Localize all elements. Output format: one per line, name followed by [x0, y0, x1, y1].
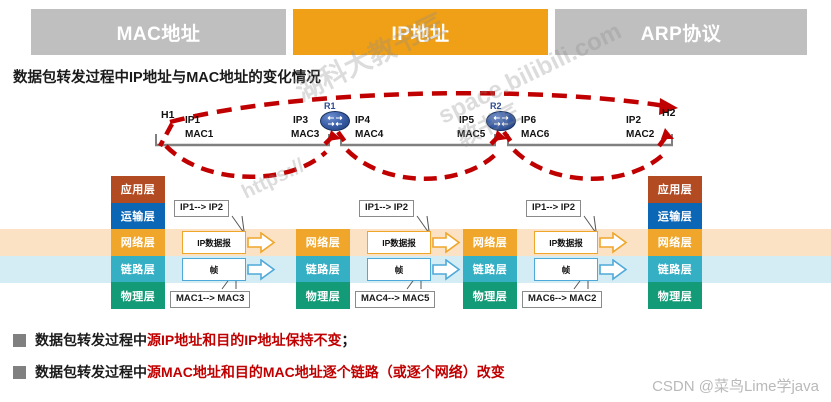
hop-2-frame-arrow-icon — [432, 259, 461, 281]
host-h2-ip: IP2 — [626, 115, 642, 126]
layer-link: 链路层 — [296, 255, 350, 283]
tab-arp-protocol[interactable]: ARP协议 — [555, 9, 807, 55]
hop-3-frame: 帧 — [534, 258, 598, 281]
router-r2-name: R2 — [490, 101, 502, 111]
layer-physical: 物理层 — [111, 282, 165, 309]
hop-3-mac-label: MAC6--> MAC2 — [522, 291, 603, 308]
topology-lines — [155, 90, 678, 148]
layer-transport: 运输层 — [648, 202, 702, 230]
tab-divider — [286, 9, 293, 55]
hop-1-packets: IP1--> IP2 MAC1--> MAC3 IP数据报 帧 — [170, 176, 292, 309]
layer-transport: 运输层 — [111, 202, 165, 230]
dashed-path-r2-down — [502, 130, 516, 148]
host-h2-mac: MAC2 — [626, 129, 655, 140]
hop-3-frame-arrow-icon — [599, 259, 628, 281]
router-r1-right-ip: IP4 — [355, 115, 371, 126]
bullet-square-icon — [13, 365, 26, 379]
bullet-1-prefix: 数据包转发过程中 — [35, 332, 147, 348]
hop-2-ip-label: IP1--> IP2 — [359, 200, 415, 217]
layer-application: 应用层 — [648, 176, 702, 203]
bullet-2-prefix: 数据包转发过程中 — [35, 364, 147, 380]
bullet-square-icon — [13, 333, 26, 347]
dashed-arc-hop-1 — [164, 144, 328, 179]
layer-physical: 物理层 — [296, 282, 350, 310]
layer-physical: 物理层 — [648, 282, 702, 309]
router-icon-r1 — [320, 111, 350, 131]
router-glyph-icon — [327, 115, 343, 126]
arrow-head-h2-top — [659, 98, 678, 115]
layer-network: 网络层 — [648, 229, 702, 256]
layer-physical: 物理层 — [463, 282, 517, 310]
bullet-item-1: 数据包转发过程中源IP地址和目的IP地址保持不变； — [13, 330, 355, 350]
hop-3-packets: IP1--> IP2 MAC6--> MAC2 IP数据报 帧 — [522, 176, 644, 309]
layer-link: 链路层 — [648, 255, 702, 283]
hop-2-ip-datagram: IP数据报 — [367, 231, 431, 254]
tab-divider — [548, 9, 555, 55]
router-r1-left-ip: IP3 — [293, 115, 309, 126]
hop-3-ip-arrow-icon — [599, 232, 628, 254]
host-h1-mac: MAC1 — [185, 129, 214, 140]
dashed-path-r1-down — [336, 130, 350, 148]
layer-application: 应用层 — [111, 176, 165, 203]
router-r1-name: R1 — [324, 101, 336, 111]
router-r1-left-mac: MAC3 — [291, 129, 320, 140]
layer-network: 网络层 — [111, 229, 165, 256]
layer-link: 链路层 — [463, 255, 517, 283]
bullet-1-suffix: ； — [341, 332, 356, 348]
router-r2-right-mac: MAC6 — [521, 129, 550, 140]
hop-3-ip-label: IP1--> IP2 — [526, 200, 582, 217]
hop-1-frame-arrow-icon — [247, 259, 276, 281]
dashed-path-top-arc — [169, 90, 666, 125]
tab-bar: MAC地址 IP地址 ARP协议 — [0, 9, 831, 55]
bullet-1-highlight: 源IP地址和目的IP地址保持不变 — [147, 332, 342, 348]
tab-mac-address[interactable]: MAC地址 — [31, 9, 286, 55]
layer-network: 网络层 — [296, 229, 350, 256]
hop-2-frame: 帧 — [367, 258, 431, 281]
bullet-1-text: 数据包转发过程中源IP地址和目的IP地址保持不变； — [35, 330, 355, 350]
bullet-item-2: 数据包转发过程中源MAC地址和目的MAC地址逐个链路（或逐个网络）改变 — [13, 362, 505, 382]
arrow-head-r1 — [328, 130, 341, 141]
hop-2-mac-label: MAC4--> MAC5 — [355, 291, 436, 308]
csdn-credit: CSDN @菜鸟Lime学java — [652, 378, 819, 395]
layer-network: 网络层 — [463, 229, 517, 256]
hop-1-ip-label: IP1--> IP2 — [174, 200, 230, 217]
hop-3-ip-datagram: IP数据报 — [534, 231, 598, 254]
tab-ip-address[interactable]: IP地址 — [293, 9, 548, 55]
stack-r2: 网络层 链路层 物理层 — [463, 229, 517, 310]
hop-2-ip-arrow-icon — [432, 232, 461, 254]
dashed-arc-hop-3 — [512, 148, 668, 181]
tab-ip-address-label: IP地址 — [391, 23, 450, 45]
network-topology: H1 IP1 MAC1 IP3 MAC3 R1 IP4 MAC4 IP5 MAC… — [0, 84, 831, 172]
router-r2-left-mac: MAC5 — [457, 129, 486, 140]
section-heading: 数据包转发过程中IP地址与MAC地址的变化情况 — [13, 70, 321, 86]
router-r2-left-ip: IP5 — [459, 115, 475, 126]
tab-mac-address-label: MAC地址 — [116, 23, 201, 45]
stack-h2: 应用层 运输层 网络层 链路层 物理层 — [648, 176, 702, 309]
bullet-2-text: 数据包转发过程中源MAC地址和目的MAC地址逐个链路（或逐个网络）改变 — [35, 362, 505, 382]
tab-arp-protocol-label: ARP协议 — [640, 23, 722, 45]
protocol-stack-area: 应用层 运输层 网络层 链路层 物理层 IP1--> IP2 MAC1--> M… — [0, 176, 831, 310]
arrow-head-r2 — [494, 130, 507, 141]
router-r1-right-mac: MAC4 — [355, 129, 384, 140]
host-h1-ip: IP1 — [185, 115, 201, 126]
hop-1-frame: 帧 — [182, 258, 246, 281]
hop-1-mac-label: MAC1--> MAC3 — [170, 291, 251, 308]
bullet-2-highlight: 源MAC地址和目的MAC地址逐个链路（或逐个网络）改变 — [147, 364, 505, 380]
dashed-path-h1-down — [158, 122, 174, 148]
hop-1-ip-arrow-icon — [247, 232, 276, 254]
host-h2-name: H2 — [662, 107, 676, 119]
layer-link: 链路层 — [111, 255, 165, 283]
host-h1-name: H1 — [161, 109, 175, 121]
stack-h1: 应用层 运输层 网络层 链路层 物理层 — [111, 176, 165, 309]
router-glyph-icon — [493, 115, 509, 126]
dashed-arcs-lower — [164, 144, 668, 181]
router-r2-right-ip: IP6 — [521, 115, 537, 126]
stack-r1: 网络层 链路层 物理层 — [296, 229, 350, 310]
arrow-head-h2 — [661, 128, 674, 139]
hop-1-ip-datagram: IP数据报 — [182, 231, 246, 254]
hop-2-packets: IP1--> IP2 MAC4--> MAC5 IP数据报 帧 — [355, 176, 477, 309]
dashed-arc-hop-2 — [345, 148, 500, 181]
router-icon-r2 — [486, 111, 516, 131]
